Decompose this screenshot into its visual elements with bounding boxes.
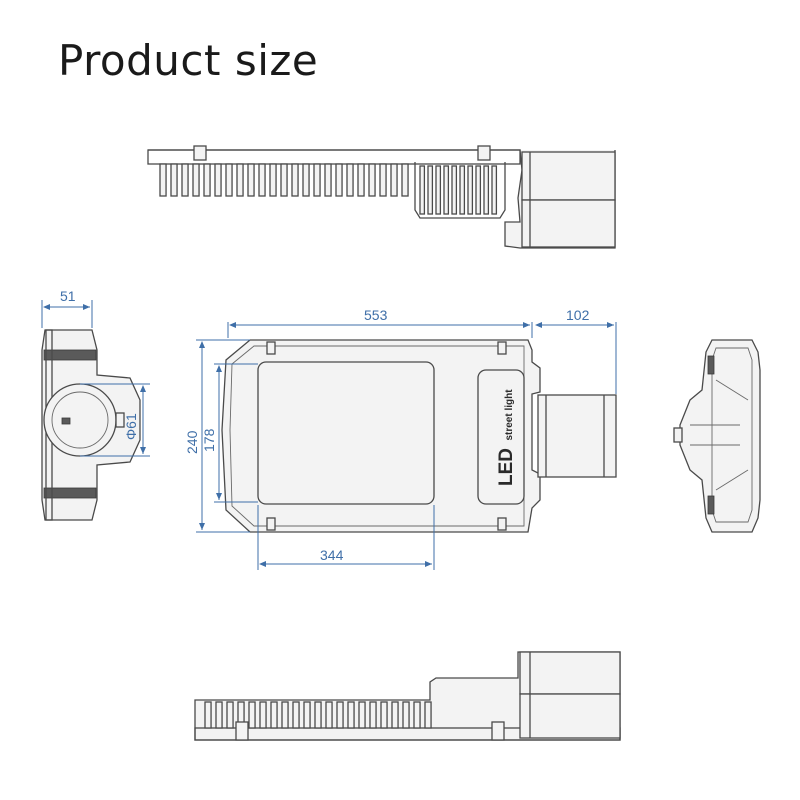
fin — [391, 701, 399, 729]
fin — [459, 165, 466, 215]
fin — [258, 163, 266, 197]
svg-text:LED street light: LED street light — [496, 389, 517, 486]
fin — [401, 163, 409, 197]
fin — [203, 163, 211, 197]
dim-arm-length: 102 — [566, 307, 590, 323]
fin — [451, 165, 458, 215]
fin — [314, 701, 322, 729]
fin — [313, 163, 321, 197]
fin — [475, 165, 482, 215]
fin — [280, 163, 288, 197]
fin — [325, 701, 333, 729]
fin — [435, 165, 442, 215]
dim-overall-width: 240 — [184, 430, 200, 454]
fin — [214, 163, 222, 197]
fin — [247, 163, 255, 197]
fin — [181, 163, 189, 197]
fin — [281, 701, 289, 729]
fin — [346, 163, 354, 197]
fin — [491, 165, 498, 215]
fin — [369, 701, 377, 729]
fin — [427, 165, 434, 215]
side-view-bottom — [194, 651, 621, 741]
fin — [215, 701, 223, 729]
page-title: Product size — [58, 36, 319, 85]
fin — [291, 163, 299, 197]
fin — [413, 701, 421, 729]
fin — [270, 701, 278, 729]
fin — [379, 163, 387, 197]
heat-sink-fins-top — [159, 163, 409, 197]
fin — [292, 701, 300, 729]
fin — [467, 165, 474, 215]
dim-diameter: Φ61 — [123, 413, 139, 440]
fin — [424, 701, 432, 729]
fin — [159, 163, 167, 197]
brand-sub-label: street light — [504, 389, 515, 441]
fin — [483, 165, 490, 215]
fin — [443, 165, 450, 215]
dim-panel-length: 344 — [320, 547, 344, 563]
fin — [390, 163, 398, 197]
fin — [170, 163, 178, 197]
fin — [192, 163, 200, 197]
fin — [324, 163, 332, 197]
fin — [225, 163, 233, 197]
fin — [357, 163, 365, 197]
fin — [248, 701, 256, 729]
fin — [269, 163, 277, 197]
fin — [204, 701, 212, 729]
fin — [347, 701, 355, 729]
fin — [259, 701, 267, 729]
fin — [402, 701, 410, 729]
heat-sink-fins-top-rear — [419, 165, 498, 215]
dim-length: 553 — [364, 307, 388, 323]
dim-panel-width: 178 — [201, 428, 217, 452]
fin — [419, 165, 426, 215]
fin — [358, 701, 366, 729]
fin — [226, 701, 234, 729]
brand-led-label: LED — [496, 448, 517, 486]
top-view: LED street light — [196, 322, 617, 570]
fin — [236, 163, 244, 197]
fin — [302, 163, 310, 197]
fin — [303, 701, 311, 729]
side-view-top — [147, 145, 616, 249]
fin — [335, 163, 343, 197]
fin — [380, 701, 388, 729]
heat-sink-fins-bottom — [204, 701, 432, 729]
fin — [368, 163, 376, 197]
end-view-right — [673, 339, 761, 533]
end-view-left — [41, 300, 150, 521]
dim-side-width: 51 — [60, 288, 76, 304]
fin — [336, 701, 344, 729]
